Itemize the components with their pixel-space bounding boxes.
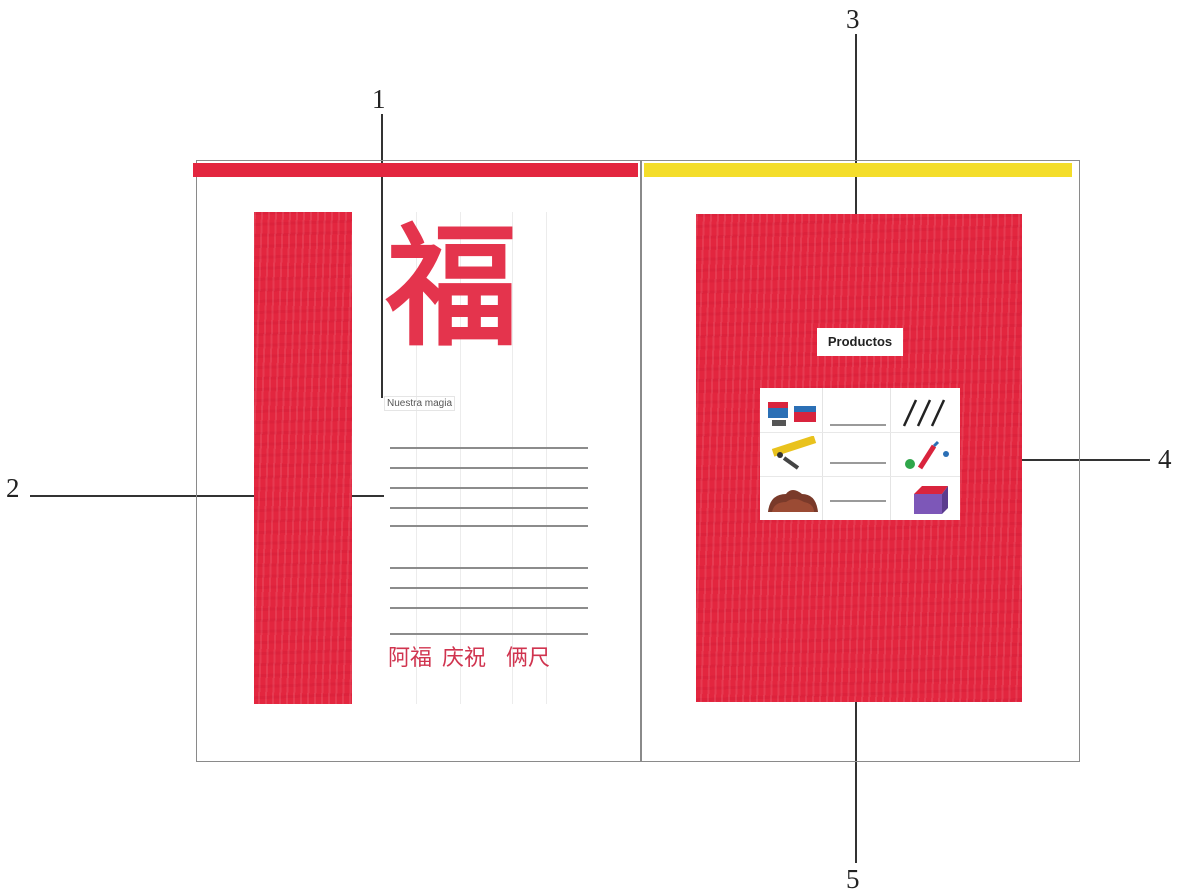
grid-guide [760, 476, 960, 477]
product-text-line [830, 462, 886, 464]
grid-guide [890, 388, 891, 520]
brushes-icon [902, 399, 946, 427]
leader-line-4 [985, 459, 1150, 461]
paint-jars-icon [768, 402, 816, 426]
product-text-line [830, 500, 886, 502]
body-text-line [390, 507, 588, 509]
left-text-area [382, 212, 588, 704]
callout-3: 3 [846, 4, 860, 34]
ruler-brush-icon [771, 436, 817, 470]
spread-frame [196, 160, 1080, 762]
callout-2: 2 [6, 473, 20, 503]
grid-guide [460, 212, 461, 704]
body-text-line [390, 567, 588, 569]
left-page-top-bar [193, 163, 638, 177]
callout-5: 5 [846, 864, 860, 894]
grid-guide [512, 212, 513, 704]
body-text-line [390, 467, 588, 469]
body-text-line [390, 487, 588, 489]
grid-guide [822, 388, 823, 520]
clay-blocks-icon [768, 490, 818, 512]
leader-line-2 [30, 495, 384, 497]
callout-4: 4 [1158, 444, 1172, 474]
body-text-line [390, 587, 588, 589]
scissors-brush-icon [905, 440, 949, 470]
right-page-top-bar [644, 163, 1072, 177]
footer-glyph: 俩尺 [506, 646, 551, 671]
page-divider [640, 160, 642, 762]
leader-line-5 [855, 553, 857, 863]
body-text-line [390, 447, 588, 449]
products-label: Productos [817, 328, 903, 356]
body-text-line [390, 525, 588, 527]
box-icon [914, 486, 948, 514]
product-text-line [830, 424, 886, 426]
leader-line-3 [855, 34, 857, 336]
products-grid [760, 388, 960, 520]
kanji-fu: 福 [386, 211, 518, 365]
callout-1: 1 [372, 84, 386, 114]
footer-glyph: 庆祝 [442, 646, 487, 671]
leader-line-1 [381, 114, 383, 398]
left-red-column [254, 212, 352, 704]
caption-nuestra-magia: Nuestra magia [384, 396, 456, 411]
body-text-line [390, 607, 588, 609]
footer-glyph: 阿福 [388, 646, 433, 671]
grid-guide [546, 212, 547, 704]
grid-guide [416, 212, 417, 704]
body-text-line [390, 633, 588, 635]
grid-guide [760, 432, 960, 433]
